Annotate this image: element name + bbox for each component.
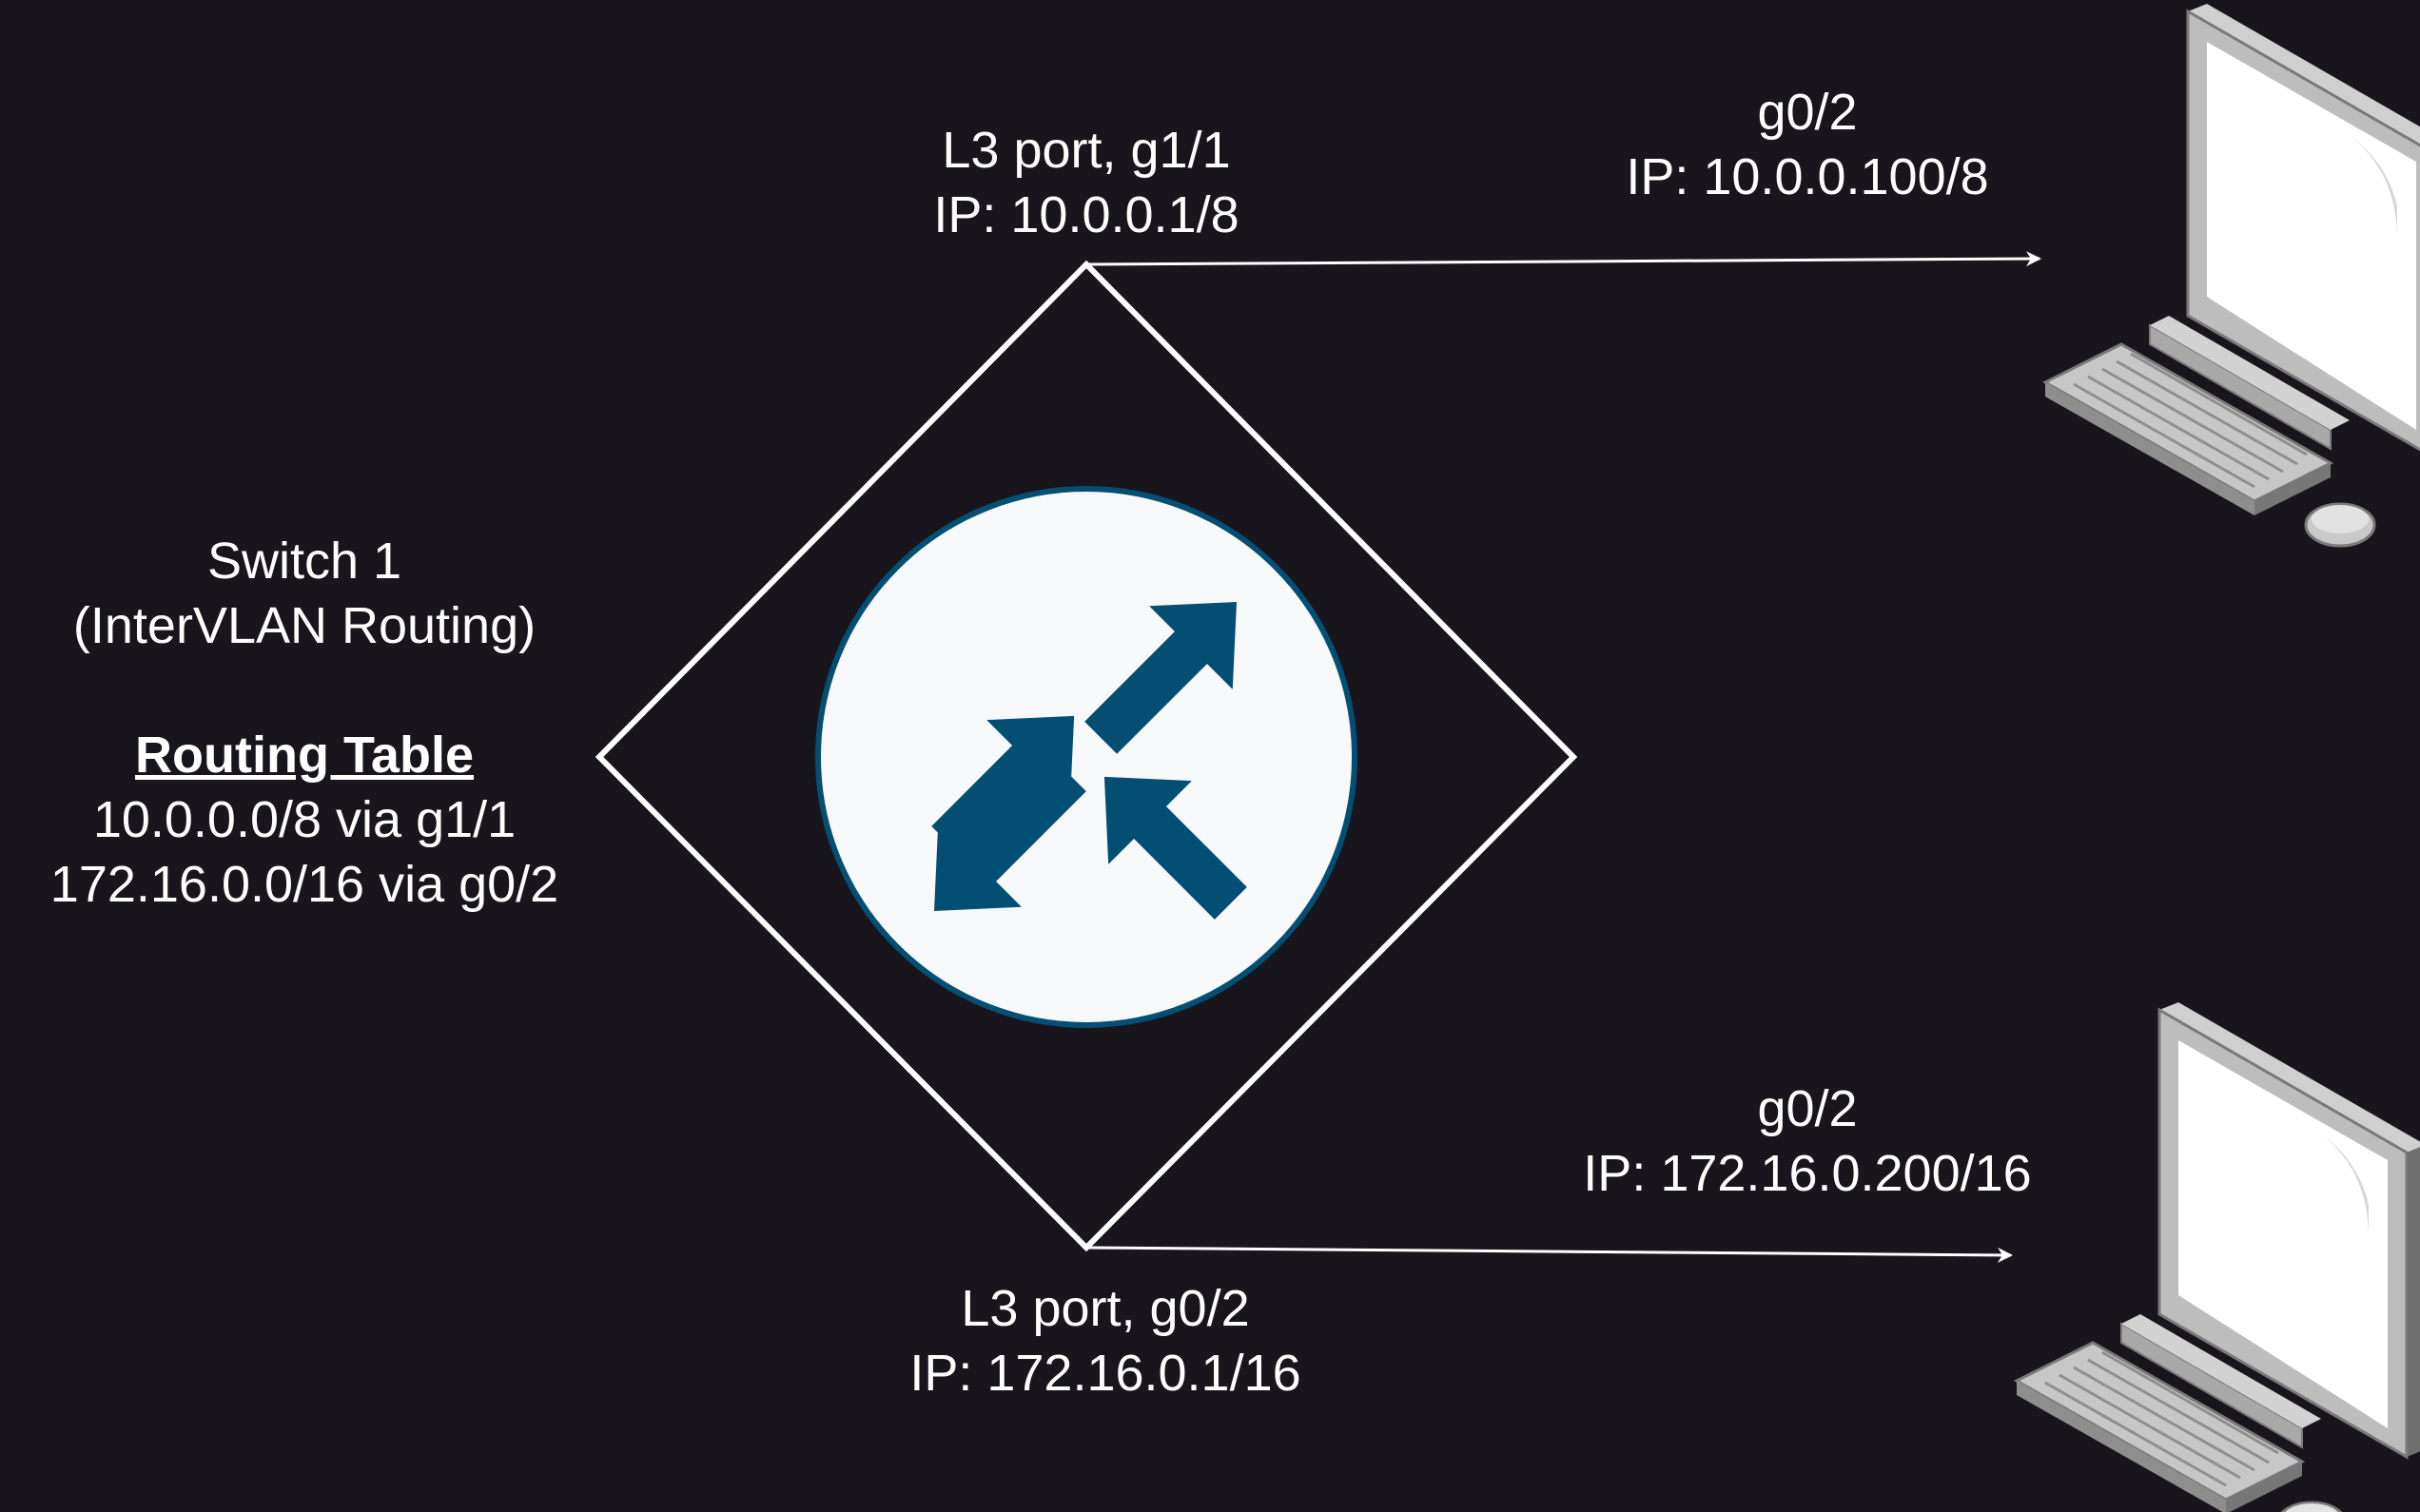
switch-name: Switch 1 (206, 533, 402, 590)
host-interface: g0/2 (1757, 1080, 1858, 1137)
switch-boundary (595, 260, 1578, 1252)
host-ip: IP: 172.16.0.200/16 (1583, 1145, 2032, 1202)
switch-port-label: L3 port, g1/1 IP: 10.0.0.1/8 (820, 118, 1353, 247)
routing-table-title: Routing Table (135, 727, 474, 784)
router-icon (815, 486, 1357, 1028)
host-interface: g0/2 (1757, 84, 1858, 141)
port-name: L3 port, g0/2 (961, 1280, 1250, 1337)
switch-role: (InterVLAN Routing) (72, 597, 537, 654)
route-entry: 10.0.0.0/8 via g1/1 (92, 791, 517, 848)
host-label: g0/2 IP: 10.0.0.100/8 (1522, 80, 2093, 209)
host-ip: IP: 10.0.0.100/8 (1626, 148, 1989, 205)
port-ip: IP: 10.0.0.1/8 (933, 186, 1239, 243)
switch-port-label: L3 port, g0/2 IP: 172.16.0.1/16 (839, 1276, 1372, 1405)
route-entry: 172.16.0.0/16 via g0/2 (49, 856, 559, 913)
link-g0-2 (1085, 1246, 2013, 1263)
link-g1-1 (1085, 251, 2041, 267)
port-name: L3 port, g1/1 (942, 122, 1231, 179)
port-ip: IP: 172.16.0.1/16 (909, 1345, 1301, 1402)
computer-icon (2043, 2, 2420, 548)
host-label: g0/2 IP: 172.16.0.200/16 (1522, 1076, 2093, 1206)
switch-info: Switch 1 (InterVLAN Routing) Routing Tab… (19, 529, 590, 917)
